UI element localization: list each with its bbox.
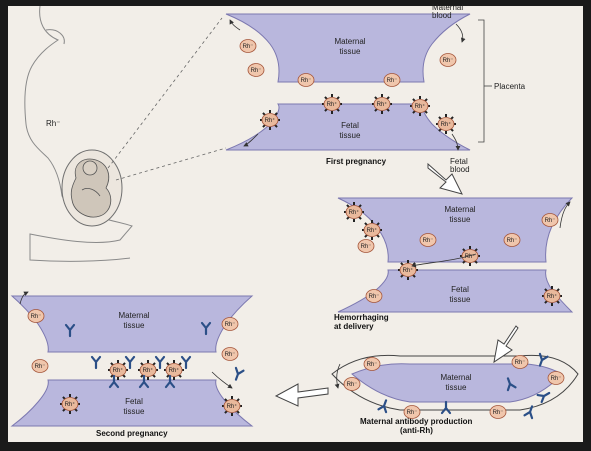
rbc: Rh⁺ xyxy=(362,220,382,240)
rbc-label: Rh⁺ xyxy=(547,293,558,300)
rbc-label: Rh⁺ xyxy=(415,103,426,110)
rbc-label: Rh⁺ xyxy=(403,267,414,274)
rbc: Rh⁻ xyxy=(548,372,564,385)
rbc-label: Rh⁺ xyxy=(65,401,76,408)
rbc-label: Rh⁻ xyxy=(251,68,262,74)
rbc-label: Rh⁻ xyxy=(407,410,418,416)
rbc-label: Rh⁺ xyxy=(349,209,360,216)
rbc: Rh⁻ xyxy=(358,240,374,253)
rbc: Rh⁺ xyxy=(542,286,562,306)
rbc: Rh⁻ xyxy=(490,406,506,419)
rbc: Rh⁻ xyxy=(364,358,380,371)
rbc-label: Rh⁺ xyxy=(367,227,378,234)
rbc-label: Rh⁺ xyxy=(377,101,388,108)
rbc-label: Rh⁻ xyxy=(387,78,398,84)
rbc-label: Rh⁻ xyxy=(367,362,378,368)
rbc: Rh⁻ xyxy=(384,74,400,87)
rbc-label: Rh⁺ xyxy=(265,117,276,124)
rbc-label: Rh⁻ xyxy=(493,410,504,416)
fetal-tissue-label-1: Fetaltissue xyxy=(340,121,361,140)
rbc-label: Rh⁺ xyxy=(441,121,452,128)
rbc: Rh⁺ xyxy=(436,114,456,134)
rbc-label: Rh⁻ xyxy=(507,238,518,244)
rbc: Rh⁻ xyxy=(28,310,44,323)
rbc: Rh⁺ xyxy=(222,396,242,416)
rbc: Rh⁺ xyxy=(410,96,430,116)
rbc-label: Rh⁻ xyxy=(361,244,372,250)
rbc: Rh⁺ xyxy=(372,94,392,114)
rbc-label: Rh⁻ xyxy=(225,322,236,328)
rbc-label: Rh⁻ xyxy=(545,218,556,224)
rbc: Rh⁺ xyxy=(138,360,158,380)
fetal-tissue-label-2: Fetaltissue xyxy=(450,285,471,304)
fetus-head xyxy=(83,161,97,175)
placenta-label: Placenta xyxy=(494,82,526,91)
rbc-label: Rh⁻ xyxy=(243,44,254,50)
rbc: Rh⁺ xyxy=(398,260,418,280)
rbc: Rh⁻ xyxy=(404,406,420,419)
rbc-label: Rh⁺ xyxy=(227,403,238,410)
rbc: Rh⁺ xyxy=(108,360,128,380)
caption-second-pregnancy: Second pregnancy xyxy=(96,429,168,438)
rbc-label: Rh⁻ xyxy=(35,364,46,370)
rbc: Rh⁻ xyxy=(366,290,382,303)
rbc-label: Rh⁺ xyxy=(113,367,124,374)
rbc-label: Rh⁺ xyxy=(169,367,180,374)
rbc-label: Rh⁻ xyxy=(423,238,434,244)
rbc: Rh⁻ xyxy=(344,378,360,391)
rbc: Rh⁻ xyxy=(420,234,436,247)
rbc: Rh⁻ xyxy=(440,54,456,67)
rbc: Rh⁻ xyxy=(32,360,48,373)
rbc-label: Rh⁻ xyxy=(347,382,358,388)
rbc-label: Rh⁻ xyxy=(301,78,312,84)
rbc-label: Rh⁻ xyxy=(31,314,42,320)
rbc-label: Rh⁻ xyxy=(551,376,562,382)
rbc: Rh⁻ xyxy=(222,348,238,361)
rbc: Rh⁻ xyxy=(542,214,558,227)
rbc: Rh⁺ xyxy=(164,360,184,380)
rbc: Rh⁻ xyxy=(222,318,238,331)
rbc-label: Rh⁻ xyxy=(515,360,526,366)
mother-rh-label: Rh⁻ xyxy=(46,119,60,128)
caption-first-pregnancy: First pregnancy xyxy=(326,157,387,166)
rbc-label: Rh⁻ xyxy=(225,352,236,358)
rbc-label: Rh⁺ xyxy=(143,367,154,374)
rbc: Rh⁺ xyxy=(322,94,342,114)
rbc: Rh⁻ xyxy=(248,64,264,77)
rbc: Rh⁺ xyxy=(60,394,80,414)
rbc: Rh⁻ xyxy=(298,74,314,87)
rbc: Rh⁻ xyxy=(512,356,528,369)
rbc: Rh⁺ xyxy=(344,202,364,222)
rbc: Rh⁻ xyxy=(504,234,520,247)
rbc: Rh⁺ xyxy=(260,110,280,130)
rbc: Rh⁻ xyxy=(240,40,256,53)
rbc-label: Rh⁻ xyxy=(443,58,454,64)
fetal-tissue-label-4: Fetaltissue xyxy=(124,397,145,416)
rbc-label: Rh⁻ xyxy=(369,294,380,300)
rbc-label: Rh⁺ xyxy=(327,101,338,108)
